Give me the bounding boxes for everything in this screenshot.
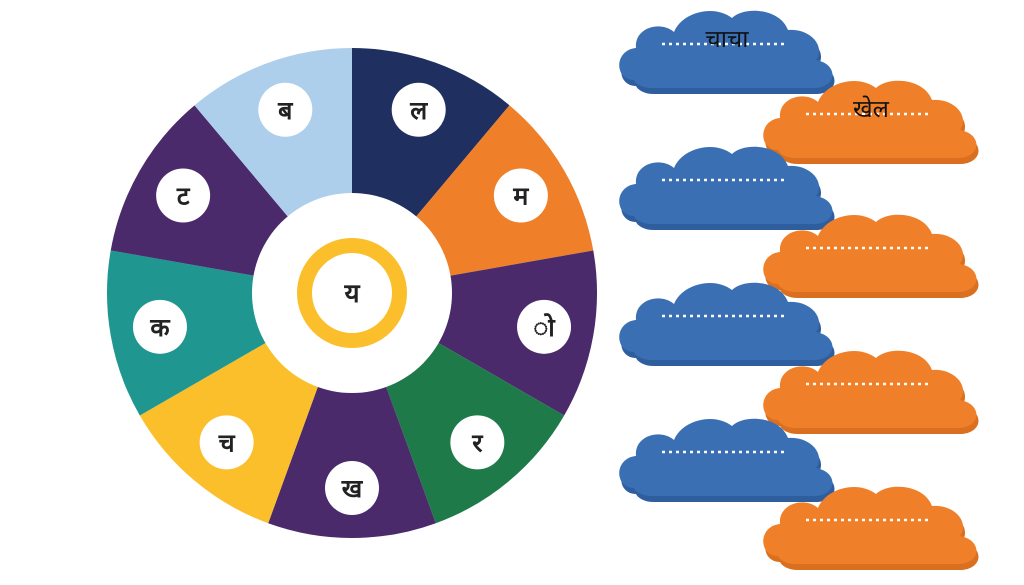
segment-letter: ख	[341, 474, 364, 503]
letter-badge	[493, 168, 548, 223]
word-cloud	[756, 206, 986, 306]
segment-letter: ो	[533, 313, 556, 342]
segment-letter: ल	[409, 96, 428, 125]
segment-letter: र	[471, 428, 484, 457]
cloud-word: चाचा	[705, 25, 749, 53]
center-circle	[312, 253, 392, 333]
letter-wheel: ल मो र ख च क ट ब य	[107, 48, 597, 538]
letter-badge	[517, 299, 572, 354]
word-cloud	[612, 410, 842, 510]
word-cloud: खेल	[756, 72, 986, 172]
letter-badge	[258, 82, 313, 137]
letter-badge	[391, 82, 446, 137]
word-cloud	[612, 138, 842, 238]
word-cloud: चाचा	[612, 2, 842, 102]
center-letter: य	[343, 279, 360, 309]
letter-badge	[132, 299, 187, 354]
segment-letter: क	[149, 313, 171, 342]
word-cloud	[612, 274, 842, 374]
wheel-segment	[268, 293, 436, 538]
letter-badge	[156, 168, 211, 223]
segment-letter: म	[512, 182, 529, 211]
segment-letter: च	[218, 428, 236, 457]
cloud-word: खेल	[853, 95, 889, 123]
word-cloud	[756, 478, 986, 578]
segment-letter: ट	[176, 182, 191, 211]
letter-badge	[325, 461, 379, 515]
segment-letter: ब	[277, 96, 294, 125]
letter-badge	[199, 415, 254, 470]
word-cloud	[756, 342, 986, 442]
letter-badge	[450, 415, 505, 470]
